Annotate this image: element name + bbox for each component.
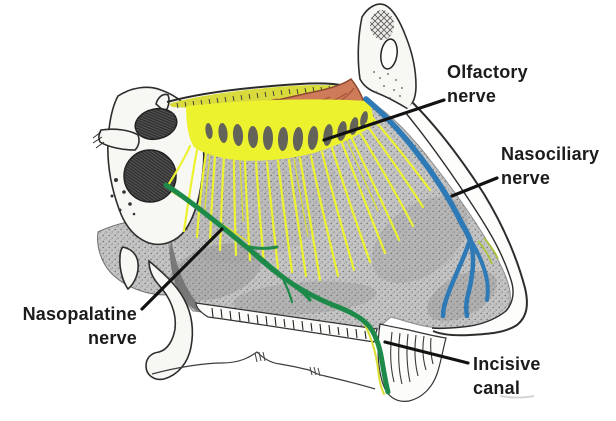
nasociliary-nerve-path: [363, 96, 490, 319]
nasal-bone: [357, 3, 417, 111]
leader-nasopalatine: [140, 227, 224, 311]
frontal-sinus: [380, 38, 398, 70]
sphenoid-sinus-hole: [123, 149, 177, 203]
leader-incisive: [383, 340, 470, 365]
sphenoid-sinus-hole: [134, 107, 178, 141]
nose-dorsum: [404, 102, 528, 337]
label-olfactory-nerve: Olfactory nerve: [447, 62, 528, 106]
leader-lines: [140, 98, 499, 365]
nasopalatine-nerve-path: [163, 182, 391, 395]
choana-edge: [170, 238, 211, 314]
label-nasociliary-nerve: Nasociliary nerve: [501, 144, 600, 188]
palate-hook: [119, 246, 194, 381]
leader-nasociliary: [450, 176, 499, 198]
fiber-gaps: [205, 111, 368, 151]
label-incisive-canal: Incisive canal: [473, 354, 541, 398]
label-nasopalatine-nerve: Nasopalatine nerve: [22, 304, 137, 348]
hard-palate: [151, 302, 535, 399]
leader-olfactory: [322, 98, 446, 142]
sphenoid-sinuses: [92, 86, 205, 246]
bone-wing: [98, 128, 140, 151]
cribriform-plate: [166, 82, 347, 109]
bone-spur: [119, 246, 139, 291]
